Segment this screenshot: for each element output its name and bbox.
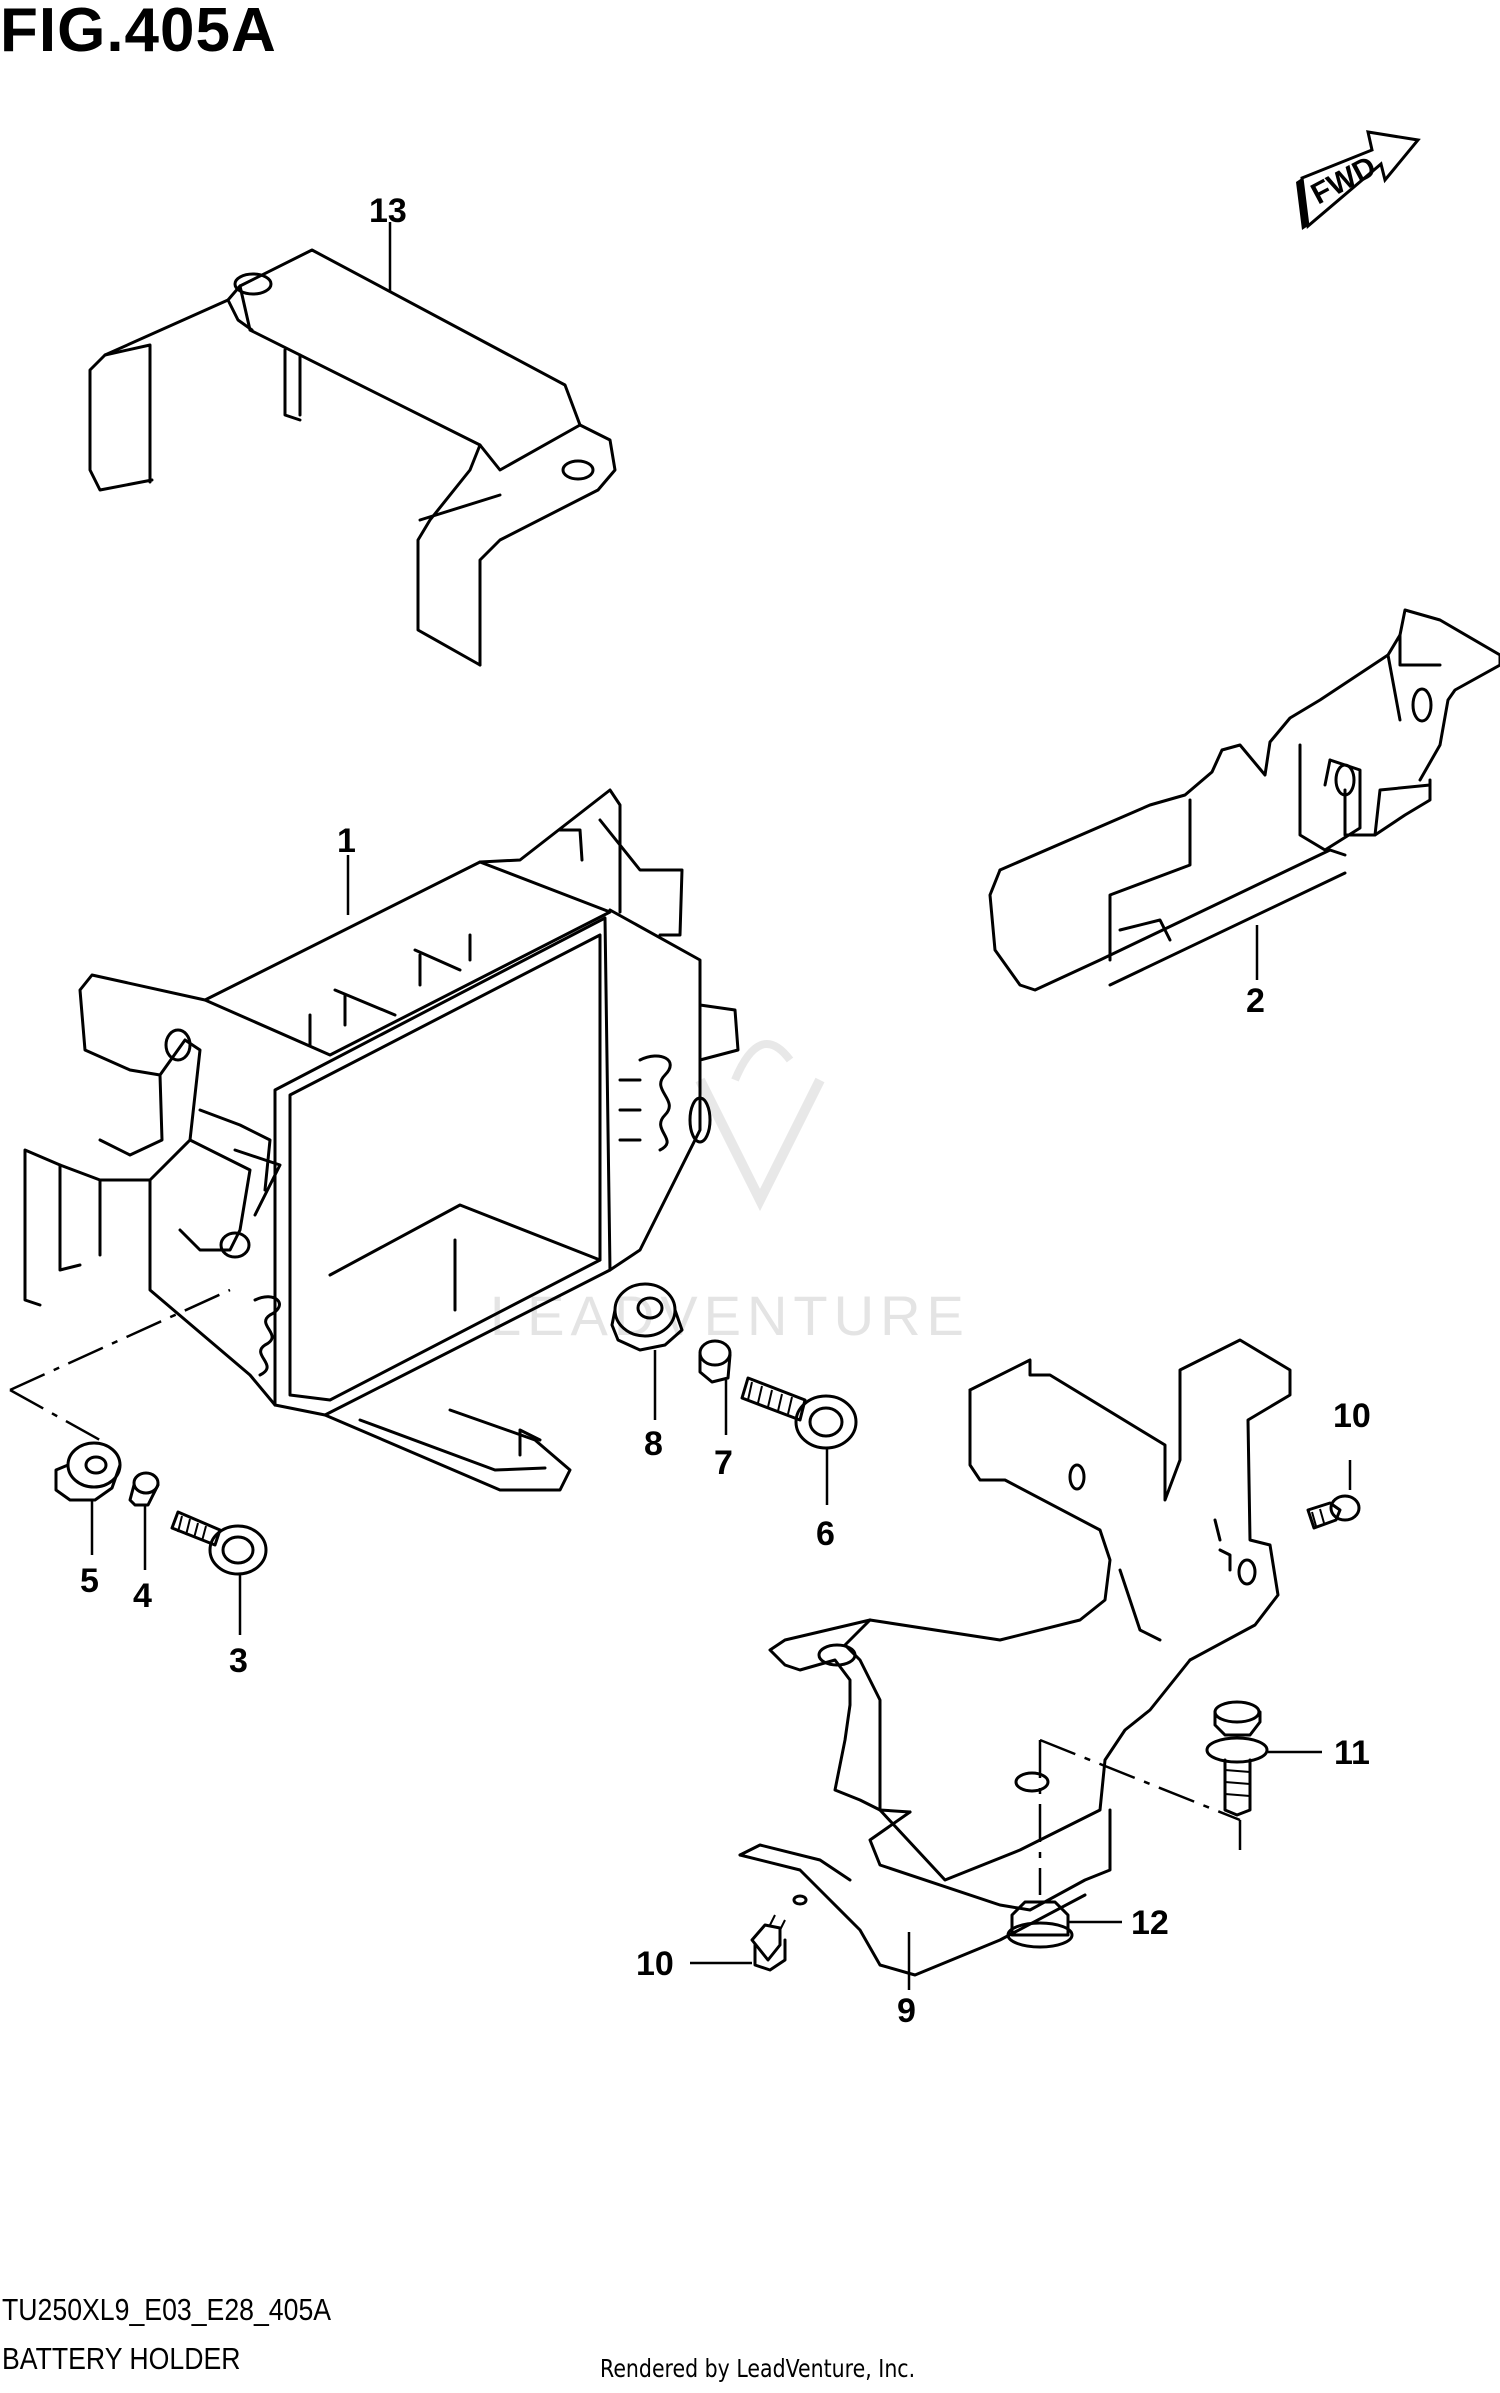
watermark-logo: LEADVENTURE — [490, 1040, 970, 1347]
callout-10-lower: 10 — [636, 1945, 674, 1983]
part-9-bracket — [738, 1338, 1292, 1977]
part-2-bracket — [988, 608, 1500, 992]
render-credit: Rendered by LeadVenture, Inc. — [600, 2354, 916, 2383]
callout-11: 11 — [1334, 1734, 1370, 1772]
watermark-text: LEADVENTURE — [490, 1284, 970, 1347]
fwd-label: FWD — [1306, 150, 1382, 211]
part-11-stud — [1205, 1700, 1269, 1817]
callout-12: 12 — [1131, 1904, 1169, 1942]
part-7-collar — [698, 1339, 732, 1384]
part-10-bolt-lower — [750, 1914, 787, 1972]
callout-6: 6 — [816, 1515, 835, 1553]
part-10-bolt-upper — [1306, 1494, 1361, 1530]
callout-5: 5 — [80, 1562, 99, 1600]
part-1-battery-holder — [23, 788, 740, 1492]
part-8-grommet — [610, 1282, 684, 1352]
part-13-cover — [88, 248, 617, 667]
part-12-nut — [1006, 1900, 1074, 1949]
fwd-arrow-icon: FWD — [1296, 130, 1421, 230]
callout-3: 3 — [229, 1642, 248, 1680]
part-6-bolt — [740, 1376, 858, 1450]
callout-4: 4 — [133, 1577, 152, 1615]
callout-1: 1 — [337, 822, 356, 860]
part-4-collar — [128, 1471, 160, 1507]
callout-7: 7 — [714, 1444, 733, 1482]
callout-13: 13 — [369, 192, 407, 230]
leader-lines — [90, 222, 1352, 1990]
center-lines — [9, 1288, 1242, 1895]
callout-2: 2 — [1246, 982, 1265, 1020]
callout-labels: 13 1 2 8 7 6 10 5 4 3 11 12 10 9 — [80, 192, 1371, 2030]
callout-8: 8 — [644, 1425, 663, 1463]
figure-title: FIG.405A — [0, 0, 277, 65]
callout-9: 9 — [897, 1992, 916, 2030]
part-3-bolt — [170, 1510, 268, 1576]
callout-10-upper: 10 — [1333, 1397, 1371, 1435]
part-5-grommet — [54, 1441, 122, 1502]
figure-subtitle: BATTERY HOLDER — [2, 2341, 241, 2376]
figure-code: TU250XL9_E03_E28_405A — [2, 2292, 332, 2327]
